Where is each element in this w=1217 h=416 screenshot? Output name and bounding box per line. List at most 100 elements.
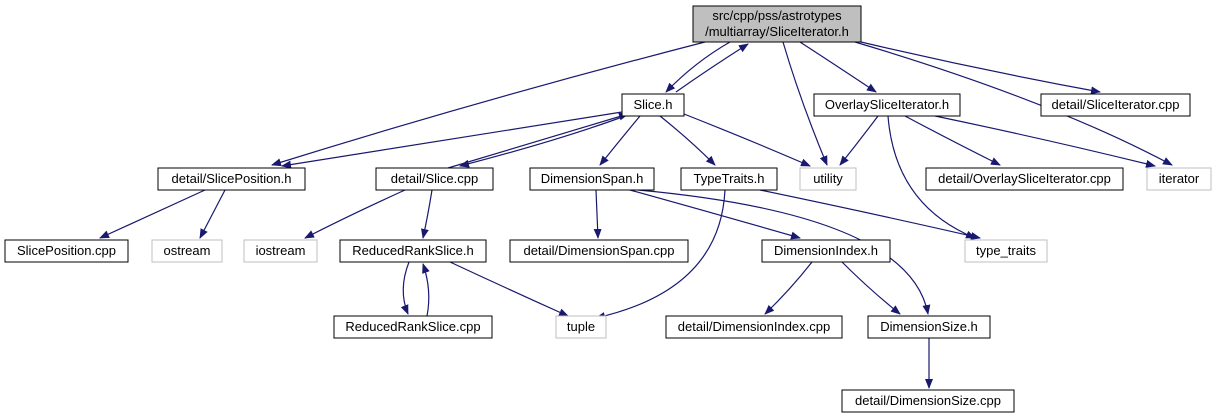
node-dimension-index-h[interactable]: DimensionIndex.h bbox=[761, 239, 891, 263]
node-slice-position-cpp[interactable]: SlicePosition.cpp bbox=[4, 239, 129, 263]
node-box bbox=[1040, 93, 1191, 117]
node-detail-dimension-index-cpp[interactable]: detail/DimensionIndex.cpp bbox=[665, 315, 843, 339]
edge-slice-h-to-dimension-span-h bbox=[599, 115, 641, 166]
edge-slice-h-to-utility bbox=[683, 113, 811, 167]
edges-layer bbox=[99, 41, 1173, 389]
node-box bbox=[339, 239, 487, 263]
node-label: detail/DimensionIndex.cpp bbox=[678, 319, 830, 334]
node-box bbox=[151, 239, 223, 263]
edge-reduced-rank-h-to-tuple bbox=[449, 261, 569, 317]
node-box bbox=[799, 167, 857, 191]
node-box bbox=[529, 167, 655, 191]
node-dimension-size-h[interactable]: DimensionSize.h bbox=[867, 315, 991, 339]
node-detail-slice-iter-cpp[interactable]: detail/SliceIterator.cpp bbox=[1040, 93, 1191, 117]
edge-overlay-iter-h-to-iterator bbox=[934, 115, 1156, 168]
node-detail-overlay-cpp[interactable]: detail/OverlaySliceIterator.cpp bbox=[925, 167, 1124, 191]
node-label: ReducedRankSlice.h bbox=[352, 243, 473, 258]
node-label: DimensionSize.h bbox=[880, 319, 978, 334]
node-box bbox=[692, 5, 862, 43]
node-label: detail/SliceIterator.cpp bbox=[1052, 97, 1180, 112]
edge-slice-h-to-detail-slice-cpp bbox=[459, 115, 626, 168]
node-box bbox=[243, 239, 318, 263]
node-label: src/cpp/pss/astrotypes bbox=[712, 8, 842, 23]
edge-slice-h-to-type-traits-h bbox=[659, 115, 716, 166]
edge-root-to-slice-h bbox=[665, 41, 731, 93]
edge-root-to-detail-slice-iter-cpp bbox=[860, 41, 1101, 95]
node-iterator: iterator bbox=[1146, 167, 1212, 191]
node-slice-h[interactable]: Slice.h bbox=[621, 93, 685, 117]
edge-detail-slice-cpp-to-slice-h bbox=[447, 112, 629, 169]
node-ostream: ostream bbox=[151, 239, 223, 263]
edge-root-to-detail-slice-position-h bbox=[271, 41, 706, 167]
edge-reduced-rank-h-to-reduced-rank-cpp bbox=[400, 261, 410, 315]
node-label: iterator bbox=[1159, 171, 1200, 186]
node-dimension-span-h[interactable]: DimensionSpan.h bbox=[529, 167, 655, 191]
node-detail-slice-cpp[interactable]: detail/Slice.cpp bbox=[375, 167, 494, 191]
node-label: ReducedRankSlice.cpp bbox=[345, 319, 480, 334]
node-label: /multiarray/SliceIterator.h bbox=[705, 24, 849, 39]
node-label: detail/DimensionSpan.cpp bbox=[523, 243, 674, 258]
edge-slice-h-to-root bbox=[675, 43, 749, 93]
node-box bbox=[665, 315, 843, 339]
node-box bbox=[925, 167, 1124, 191]
node-box bbox=[4, 239, 129, 263]
node-box bbox=[813, 93, 961, 117]
node-box bbox=[333, 315, 493, 339]
node-label: OverlaySliceIterator.h bbox=[825, 97, 949, 112]
node-box bbox=[680, 167, 778, 191]
edge-root-to-utility bbox=[782, 41, 828, 166]
node-box bbox=[375, 167, 494, 191]
edge-root-to-iterator bbox=[854, 41, 1173, 166]
node-box bbox=[555, 315, 607, 339]
node-label: detail/DimensionSize.cpp bbox=[855, 393, 1001, 408]
nodes-layer: src/cpp/pss/astrotypes/multiarray/SliceI… bbox=[4, 5, 1212, 413]
node-overlay-iter-h[interactable]: OverlaySliceIterator.h bbox=[813, 93, 961, 117]
node-label: utility bbox=[813, 171, 843, 186]
node-label: detail/SlicePosition.h bbox=[172, 171, 292, 186]
edge-overlay-iter-h-to-detail-overlay-cpp bbox=[904, 115, 1001, 166]
node-reduced-rank-cpp[interactable]: ReducedRankSlice.cpp bbox=[333, 315, 493, 339]
node-label: tuple bbox=[567, 319, 595, 334]
node-label: ostream bbox=[164, 243, 211, 258]
node-label: DimensionSpan.h bbox=[541, 171, 644, 186]
node-box bbox=[964, 239, 1048, 263]
node-box bbox=[1146, 167, 1212, 191]
node-box bbox=[841, 389, 1015, 413]
edge-dimension-span-h-to-dimension-size-h bbox=[637, 189, 931, 315]
edge-type-traits-h-to-type-traits bbox=[759, 189, 981, 240]
node-root[interactable]: src/cpp/pss/astrotypes/multiarray/SliceI… bbox=[692, 5, 862, 43]
node-label: TypeTraits.h bbox=[693, 171, 764, 186]
node-label: Slice.h bbox=[633, 97, 672, 112]
edge-type-traits-h-to-tuple bbox=[595, 189, 726, 320]
node-box bbox=[621, 93, 685, 117]
node-type-traits: type_traits bbox=[964, 239, 1048, 263]
edge-slice-h-to-detail-slice-position-h bbox=[281, 111, 623, 169]
edge-detail-slice-position-h-to-slice-position-cpp bbox=[99, 189, 206, 239]
node-box bbox=[157, 167, 306, 191]
node-label: SlicePosition.cpp bbox=[17, 243, 116, 258]
node-label: DimensionIndex.h bbox=[774, 243, 878, 258]
node-tuple: tuple bbox=[555, 315, 607, 339]
edge-dimension-index-h-to-dimension-size-h bbox=[841, 261, 901, 315]
edge-root-to-overlay-iter-h bbox=[799, 41, 877, 93]
node-iostream: iostream bbox=[243, 239, 318, 263]
node-utility: utility bbox=[799, 167, 857, 191]
node-detail-dimension-span-cpp[interactable]: detail/DimensionSpan.cpp bbox=[509, 239, 689, 263]
node-label: iostream bbox=[256, 243, 306, 258]
edge-dimension-span-h-to-detail-dimension-span-cpp bbox=[593, 189, 602, 239]
node-reduced-rank-h[interactable]: ReducedRankSlice.h bbox=[339, 239, 487, 263]
edge-detail-slice-position-h-to-ostream bbox=[199, 189, 226, 239]
node-box bbox=[509, 239, 689, 263]
node-type-traits-h[interactable]: TypeTraits.h bbox=[680, 167, 778, 191]
edge-overlay-iter-h-to-utility bbox=[839, 115, 879, 166]
node-box bbox=[867, 315, 991, 339]
node-box bbox=[761, 239, 891, 263]
node-detail-slice-position-h[interactable]: detail/SlicePosition.h bbox=[157, 167, 306, 191]
edge-reduced-rank-cpp-to-reduced-rank-h bbox=[422, 263, 430, 317]
node-label: type_traits bbox=[976, 243, 1036, 258]
node-detail-dimension-size-cpp[interactable]: detail/DimensionSize.cpp bbox=[841, 389, 1015, 413]
edge-dimension-index-h-to-detail-dimension-index-cpp bbox=[764, 261, 813, 315]
edge-overlay-iter-h-to-type-traits bbox=[887, 115, 976, 239]
edge-detail-slice-cpp-to-reduced-rank-h bbox=[421, 189, 433, 239]
